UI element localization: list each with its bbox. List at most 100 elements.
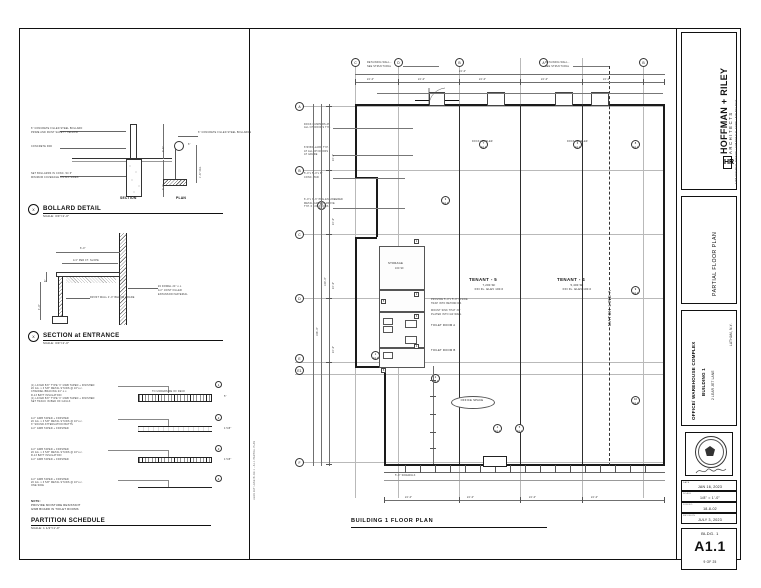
firm-address: 1156 CENTRAL AVENUE • ALBANY N.Y. 12205 … <box>735 99 738 184</box>
revision-value: JULY 3, 2023 <box>698 517 722 522</box>
door-tag-3[interactable]: 3 <box>414 314 419 319</box>
grid-bubble-top-1[interactable]: C <box>351 58 360 67</box>
dim-string-left-inner <box>321 104 322 466</box>
match-line-a <box>609 66 610 466</box>
bollard-leader-3 <box>60 176 126 177</box>
dock-opening-1 <box>429 92 445 106</box>
grid-bubble-top-4[interactable]: A <box>539 58 548 67</box>
bollard-note-3: CONCRETE PAD <box>31 145 53 148</box>
exterior-wall-jog-3 <box>355 366 385 368</box>
dim-top-1: 24'-0" <box>367 77 375 81</box>
partition-1-leader <box>118 386 168 387</box>
grid-bubble-left-c[interactable]: C <box>295 230 304 239</box>
bollard-note-4: SET BOLLARDS IN CONC. W/ 6" <box>31 172 73 175</box>
sidewalk-joint-4 <box>450 465 451 473</box>
partition-1-line-4: R-13 BATT INSULATION <box>31 393 62 397</box>
partition-1-line-3: CHANNEL BRACING 24" o.c. <box>31 390 68 394</box>
bollard-grade-line <box>72 158 172 159</box>
sidewalk-joint-17 <box>645 465 646 473</box>
partition-2-thickness: 4 5/8" <box>224 427 232 430</box>
grid-bubble-left-e[interactable]: E <box>295 354 304 363</box>
tenant-4-label: TENANT - 4 <box>557 277 586 282</box>
sheet-bldg-label: BLDG. 1 <box>701 531 719 536</box>
dim-tick-b4 <box>582 497 583 503</box>
door-tag-5[interactable]: 5 <box>381 299 386 304</box>
leader-retaining-1 <box>403 66 439 67</box>
entrance-dim-top <box>56 252 120 253</box>
grid-bubble-left-d[interactable]: D <box>295 294 304 303</box>
fixture-lav-2 <box>383 352 393 359</box>
partition-1-leader-drop <box>168 386 169 393</box>
entrance-detail-title: SECTION at ENTRANCE <box>43 332 120 339</box>
tenant-5-area: 7,200 SF <box>482 283 496 287</box>
firm-mark: HR <box>723 156 734 169</box>
sheet-border <box>19 28 741 560</box>
door-tag-4[interactable]: 4 <box>414 344 419 349</box>
grid-bubble-left-f[interactable]: F <box>295 458 304 467</box>
storage-room <box>379 246 425 290</box>
sidewalk-joint-14 <box>600 465 601 473</box>
door-tag-1[interactable]: 1 <box>414 239 419 244</box>
partition-1-line-5: (1) LAYER 5/8" TYPE 'X' GWB TAPED + FINI… <box>31 396 95 400</box>
sidewalk-note: 5'-0" SIDEWALK <box>395 474 416 477</box>
bollard-plan-note: 6" CONCRETE FILLED STEEL BOLLARDS <box>198 131 252 134</box>
grid-bubble-left-e1[interactable]: E1 <box>295 366 304 375</box>
match-line-label: MATCH LINE A <box>607 289 612 326</box>
grid-bubble-left-b[interactable]: B <box>295 166 304 175</box>
drawing-title: PARTIAL FLOOR PLAN <box>712 231 718 296</box>
dim-top-6: 24'-0" <box>459 69 467 73</box>
storage-area: 160 SF <box>395 266 404 270</box>
door-tag-6[interactable]: 6 <box>381 368 386 373</box>
partition-4-line-3: ONE SIDE <box>31 484 45 488</box>
entrance-dim-slope-text: 1/4" PER FT. SLOPE <box>73 258 99 262</box>
sidewalk-edge-2 <box>384 480 665 481</box>
entrance-note-2: 1/2" JOINT FILLER <box>158 289 182 292</box>
dim-bottom-2: 24'-0" <box>467 495 475 499</box>
annotation-dock-leveler-1: DOCK LEVELER <box>472 140 493 143</box>
grid-bubble-top-3[interactable]: B <box>455 58 464 67</box>
scale-label: SCALE <box>683 492 692 495</box>
grid-bubble-top-2[interactable]: D <box>394 58 403 67</box>
tenant-4-elev: FIN FL. ELEV 100.0 <box>562 287 592 291</box>
annotation-canopy-1: 6'-0"x 3'-6" PRE-ENGINEERED <box>304 198 343 201</box>
entrance-slab <box>56 272 120 277</box>
annotation-bollard-3: AT GRADE <box>304 153 318 156</box>
detail-column-divider <box>249 29 250 559</box>
bollard-dim-depth <box>163 160 164 197</box>
partition-3-leader-drop <box>168 450 169 457</box>
grid-bubble-top-5[interactable]: B <box>639 58 648 67</box>
corridor-1 <box>379 290 425 312</box>
dim-left-2: 24'-0" <box>332 217 335 225</box>
partition-note-label: NOTE: <box>31 499 41 503</box>
bollard-plan-leader <box>178 136 198 137</box>
tenant-5-label: TENANT - 5 <box>469 277 498 282</box>
project-address: 2 LEAR JET LANE <box>711 370 715 400</box>
gridline-h-1 <box>295 106 665 107</box>
dim-left-6: 196'-0" <box>316 327 319 336</box>
grid-bubble-left-a[interactable]: A <box>295 102 304 111</box>
dock-opening-2 <box>487 92 505 106</box>
annotation-conc-pad-2: CONC. PAD <box>304 175 319 179</box>
annotation-retaining-2b: SEE STRUCTURAL <box>545 64 570 68</box>
partition-4-leader-drop <box>168 480 169 487</box>
fixture-counter-2 <box>405 336 417 344</box>
bollard-plan-dim-text: 1'-6" DIA. <box>199 165 202 178</box>
fixture-lav-1 <box>383 318 393 325</box>
sidewalk-edge <box>384 472 665 473</box>
dim-tick-l5 <box>326 362 332 363</box>
bollard-grade-line-2 <box>72 160 172 162</box>
annotation-dock-leveler-2: DOCK LEVELER <box>567 140 588 143</box>
door-tag-2[interactable]: 2 <box>414 292 419 297</box>
sidewalk-joint-1 <box>405 465 406 473</box>
